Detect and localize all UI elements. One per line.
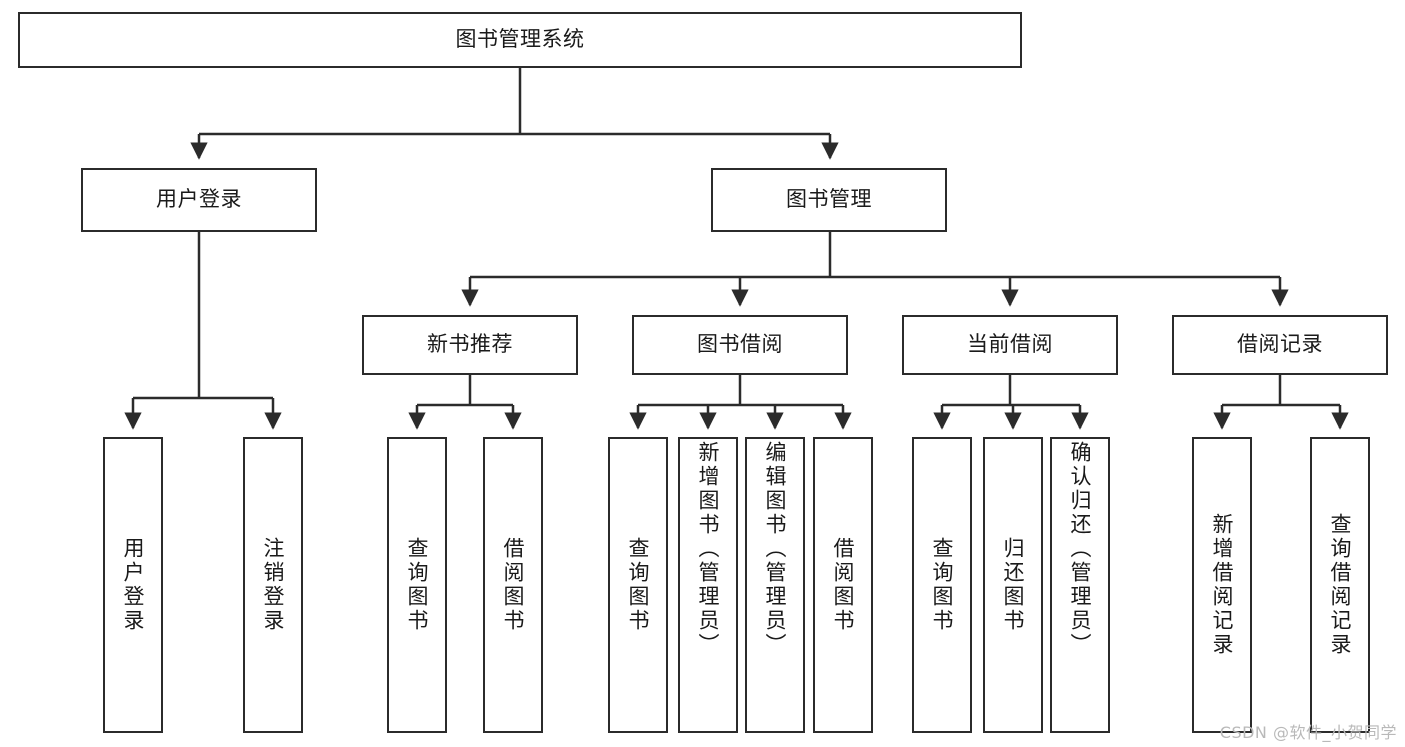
node-label: 图书管理系统 xyxy=(455,27,585,52)
node-label: 查询图书 xyxy=(626,537,651,633)
node-label: 编辑图书（管理员） xyxy=(763,441,788,657)
node-label: 新增图书（管理员） xyxy=(696,441,721,657)
node-label: 新书推荐 xyxy=(427,332,513,357)
node-borrow-record[interactable]: 借阅记录 xyxy=(1172,315,1388,375)
node-leaf-confirm-return-admin[interactable]: 确认归还（管理员） xyxy=(1050,437,1110,733)
node-label: 查询借阅记录 xyxy=(1328,513,1353,657)
node-label: 新增借阅记录 xyxy=(1210,513,1235,657)
node-leaf-add-book-admin[interactable]: 新增图书（管理员） xyxy=(678,437,738,733)
node-leaf-query-book-recommend[interactable]: 查询图书 xyxy=(387,437,447,733)
node-leaf-user-login[interactable]: 用户登录 xyxy=(103,437,163,733)
node-leaf-borrow-book[interactable]: 借阅图书 xyxy=(813,437,873,733)
node-leaf-borrow-book-recommend[interactable]: 借阅图书 xyxy=(483,437,543,733)
node-label: 注销登录 xyxy=(261,537,286,633)
node-label: 查询图书 xyxy=(930,537,955,633)
node-user-login[interactable]: 用户登录 xyxy=(81,168,317,232)
node-label: 用户登录 xyxy=(156,187,242,212)
edges-user-login-to-leaves xyxy=(124,232,282,430)
node-root-book-management-system[interactable]: 图书管理系统 xyxy=(18,12,1022,68)
edges-new-book-recommend-to-leaves xyxy=(408,375,522,430)
node-leaf-logout-login[interactable]: 注销登录 xyxy=(243,437,303,733)
node-book-borrow[interactable]: 图书借阅 xyxy=(632,315,848,375)
node-new-book-recommend[interactable]: 新书推荐 xyxy=(362,315,578,375)
node-current-borrow[interactable]: 当前借阅 xyxy=(902,315,1118,375)
node-label: 用户登录 xyxy=(121,537,146,633)
edges-borrow-record-to-leaves xyxy=(1213,375,1349,430)
node-leaf-add-borrow-record[interactable]: 新增借阅记录 xyxy=(1192,437,1252,733)
node-label: 图书管理 xyxy=(786,187,872,212)
node-leaf-query-book-borrow[interactable]: 查询图书 xyxy=(608,437,668,733)
edges-book-borrow-to-leaves xyxy=(629,375,852,430)
node-label: 借阅记录 xyxy=(1237,332,1323,357)
node-leaf-query-borrow-record[interactable]: 查询借阅记录 xyxy=(1310,437,1370,733)
edges-root-to-level2 xyxy=(190,68,839,160)
node-label: 确认归还（管理员） xyxy=(1068,441,1093,657)
node-label: 借阅图书 xyxy=(831,537,856,633)
node-label: 当前借阅 xyxy=(967,332,1053,357)
node-leaf-edit-book-admin[interactable]: 编辑图书（管理员） xyxy=(745,437,805,733)
node-label: 查询图书 xyxy=(405,537,430,633)
node-book-management[interactable]: 图书管理 xyxy=(711,168,947,232)
node-leaf-query-book-current[interactable]: 查询图书 xyxy=(912,437,972,733)
edges-book-manage-to-level3 xyxy=(461,232,1289,307)
edges-current-borrow-to-leaves xyxy=(933,375,1089,430)
node-label: 借阅图书 xyxy=(501,537,526,633)
node-label: 归还图书 xyxy=(1001,537,1026,633)
node-leaf-return-book[interactable]: 归还图书 xyxy=(983,437,1043,733)
node-label: 图书借阅 xyxy=(697,332,783,357)
